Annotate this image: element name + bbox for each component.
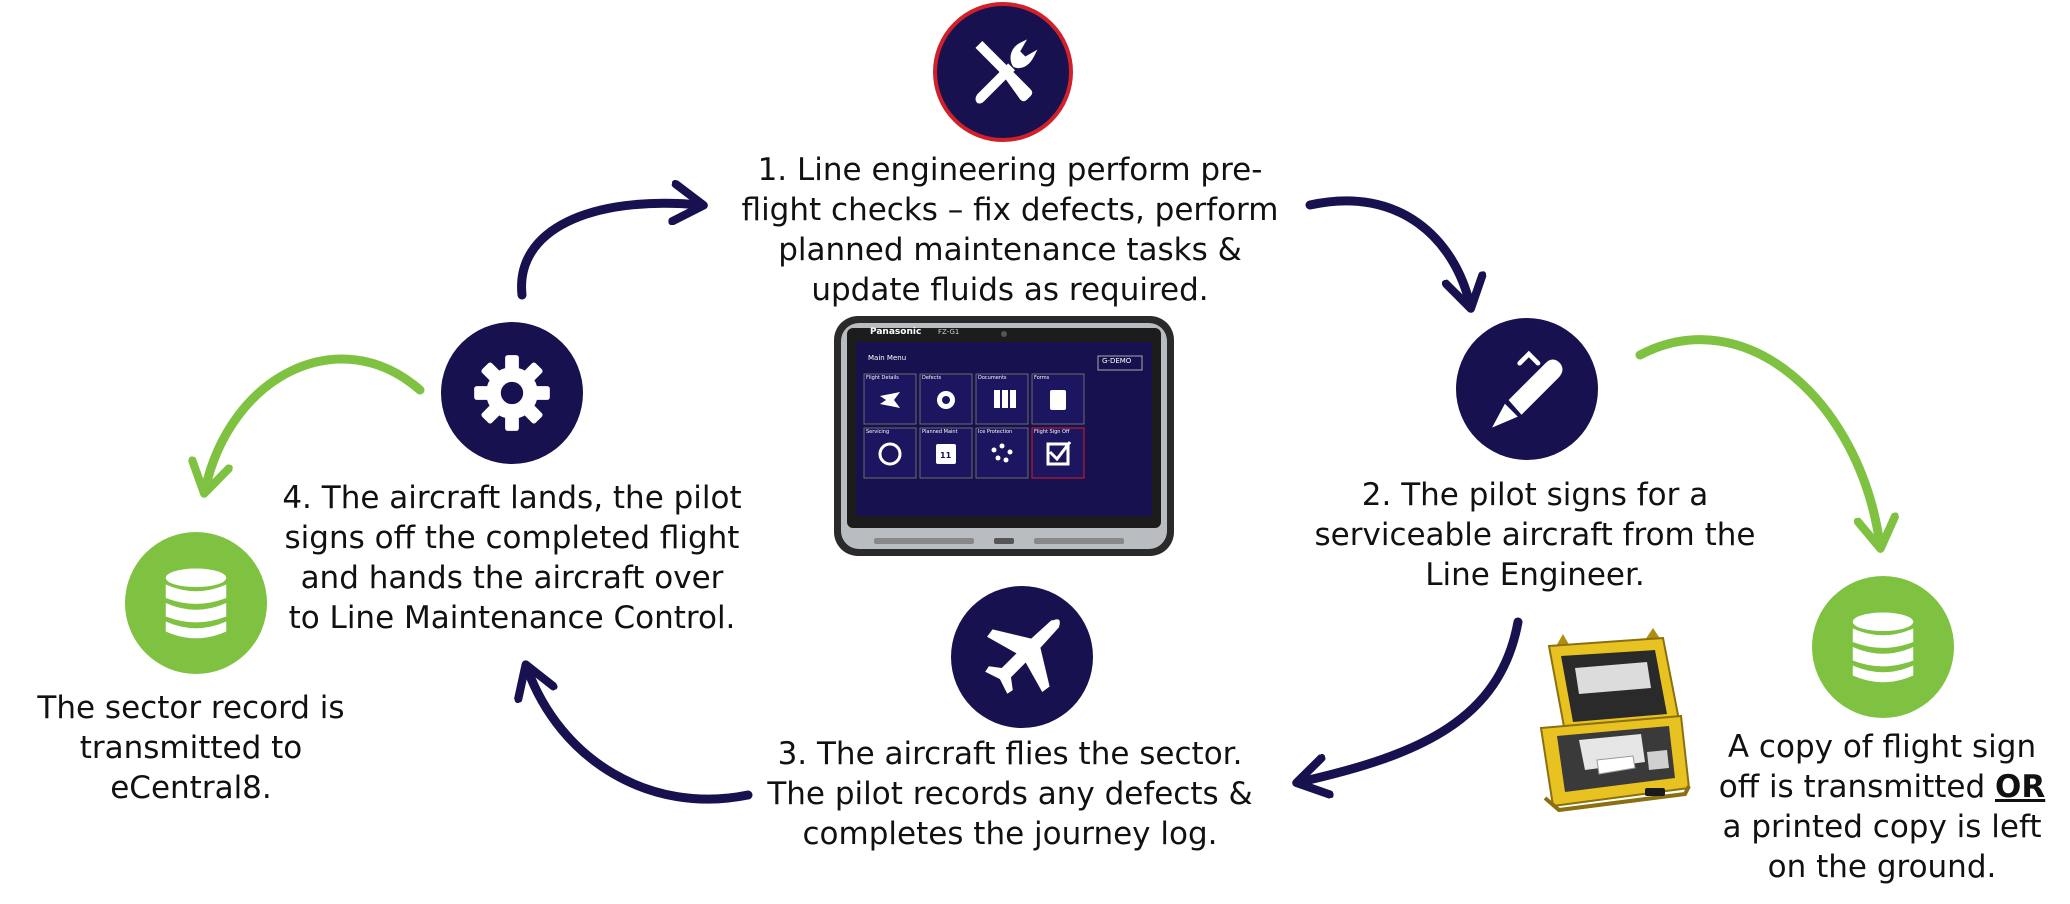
sector-record-caption: The sector record is transmitted to eCen… bbox=[37, 690, 345, 806]
tablet-brand: Panasonic bbox=[870, 327, 922, 337]
arrow-step4-to-sector-record bbox=[205, 354, 425, 490]
gear-icon bbox=[474, 355, 550, 431]
sector-database-circle bbox=[125, 532, 267, 674]
arrow-step3-to-step4 bbox=[527, 668, 753, 804]
step2-caption: 2. The pilot signs for a serviceable air… bbox=[1314, 477, 1756, 593]
airplane-icon-circle bbox=[951, 586, 1093, 728]
tablet-tile-servicing[interactable]: Servicing bbox=[866, 429, 890, 435]
tools-icon-circle bbox=[933, 2, 1073, 142]
tablet-tile-defects[interactable]: Defects bbox=[922, 375, 942, 381]
tablet-tile-flight-sign-off[interactable]: Flight Sign Off bbox=[1034, 429, 1070, 435]
copy-caption-before: A copy of flight sign off is transmitted bbox=[1718, 729, 2037, 805]
tablet-illustration bbox=[834, 316, 1174, 556]
arrow-step4-to-step1 bbox=[517, 203, 700, 300]
arrow-step1-to-step2 bbox=[1305, 196, 1470, 305]
tools-icon bbox=[975, 39, 1038, 104]
printer-case-illustration bbox=[1539, 628, 1691, 813]
tablet-tile-ice-protection[interactable]: Ice Protection bbox=[978, 429, 1013, 435]
tablet-tile-flight-details[interactable]: Flight Details bbox=[866, 375, 899, 381]
tablet-menu-title: Main Menu bbox=[868, 354, 907, 362]
step3-caption: 3. The aircraft flies the sector. The pi… bbox=[767, 736, 1253, 852]
tablet-tile-forms[interactable]: Forms bbox=[1034, 375, 1050, 381]
copy-database-circle bbox=[1812, 576, 1954, 718]
database-icon bbox=[1852, 612, 1914, 683]
tablet-calendar-day: 11 bbox=[940, 451, 952, 460]
tablet-model: FZ-G1 bbox=[938, 328, 960, 336]
gear-icon-circle bbox=[441, 322, 583, 464]
pen-icon bbox=[1492, 350, 1563, 428]
airplane-icon bbox=[985, 619, 1060, 694]
copy-caption-or: OR bbox=[1994, 769, 2046, 805]
pen-icon-circle bbox=[1456, 318, 1598, 460]
copy-caption-after: a printed copy is left on the ground. bbox=[1722, 809, 2042, 885]
tablet-tile-documents[interactable]: Documents bbox=[978, 375, 1007, 381]
tablet-device: Panasonic FZ-G1 Main Menu G-DEMO Flight … bbox=[834, 316, 1174, 556]
step4-caption: 4. The aircraft lands, the pilot signs o… bbox=[282, 480, 742, 636]
arrow-step2-to-copy bbox=[1635, 335, 1880, 545]
tablet-aircraft-reg: G-DEMO bbox=[1102, 357, 1132, 365]
tablet-tile-planned-maint[interactable]: Planned Maint bbox=[922, 429, 958, 435]
arrow-step2-to-step3 bbox=[1300, 617, 1523, 782]
database-icon bbox=[165, 568, 227, 639]
step1-caption: 1. Line engineering perform pre-flight c… bbox=[741, 152, 1279, 308]
copy-caption: A copy of flight sign off is transmitted… bbox=[1712, 727, 2052, 887]
